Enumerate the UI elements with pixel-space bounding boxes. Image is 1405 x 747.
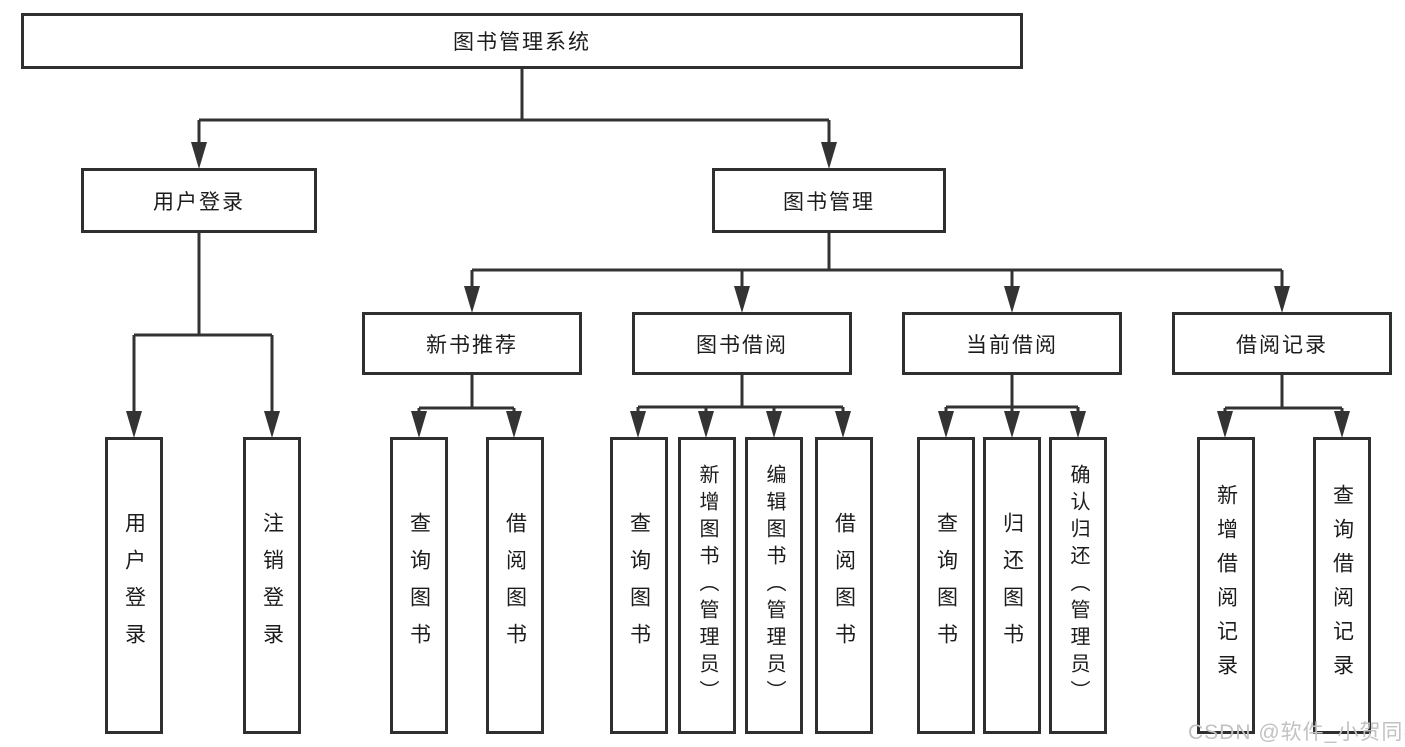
- leaf-return-books: 归还图书: [983, 437, 1041, 734]
- leaf-borrow-books-recommend: 借阅图书: [486, 437, 544, 734]
- leaf-label: 用户登录: [122, 511, 146, 660]
- node-label: 用户登录: [153, 190, 245, 214]
- leaf-label: 确认归还（管理员）: [1067, 464, 1089, 707]
- leaf-query-books-recommend: 查询图书: [390, 437, 448, 734]
- leaf-query-books-current: 查询图书: [917, 437, 975, 734]
- node-label: 当前借阅: [966, 333, 1058, 357]
- leaf-borrow-books: 借阅图书: [815, 437, 873, 734]
- leaf-label: 注销登录: [260, 511, 284, 660]
- node-book-management: 图书管理: [712, 168, 946, 233]
- leaf-query-borrow-record: 查询借阅记录: [1313, 437, 1371, 734]
- node-current-borrow: 当前借阅: [902, 312, 1122, 375]
- leaf-label: 查询借阅记录: [1330, 483, 1354, 688]
- leaf-label: 新增图书（管理员）: [696, 464, 718, 707]
- leaf-label: 查询图书: [934, 511, 958, 660]
- node-user-login: 用户登录: [81, 168, 317, 233]
- node-book-borrow: 图书借阅: [632, 312, 852, 375]
- leaf-edit-books-admin: 编辑图书（管理员）: [745, 437, 803, 734]
- leaf-add-books-admin: 新增图书（管理员）: [678, 437, 736, 734]
- leaf-label: 编辑图书（管理员）: [763, 464, 785, 707]
- leaf-label: 新增借阅记录: [1214, 483, 1238, 688]
- leaf-confirm-return-admin: 确认归还（管理员）: [1049, 437, 1107, 734]
- node-label: 图书管理系统: [453, 31, 591, 54]
- node-library-management-system: 图书管理系统: [21, 13, 1023, 69]
- node-borrow-records: 借阅记录: [1172, 312, 1392, 375]
- leaf-label: 查询图书: [407, 511, 431, 660]
- leaf-label: 归还图书: [1000, 511, 1024, 660]
- leaf-user-login: 用户登录: [105, 437, 163, 734]
- leaf-logout: 注销登录: [243, 437, 301, 734]
- leaf-label: 查询图书: [627, 511, 651, 660]
- node-label: 借阅记录: [1236, 333, 1328, 357]
- node-label: 图书管理: [783, 190, 875, 214]
- csdn-watermark: CSDN @软件_小贺同学: [1188, 721, 1405, 744]
- leaf-label: 借阅图书: [503, 511, 527, 660]
- leaf-query-books-borrow: 查询图书: [610, 437, 668, 734]
- leaf-label: 借阅图书: [832, 511, 856, 660]
- node-label: 图书借阅: [696, 333, 788, 357]
- leaf-add-borrow-record: 新增借阅记录: [1197, 437, 1255, 734]
- node-new-book-recommend: 新书推荐: [362, 312, 582, 375]
- node-label: 新书推荐: [426, 333, 518, 357]
